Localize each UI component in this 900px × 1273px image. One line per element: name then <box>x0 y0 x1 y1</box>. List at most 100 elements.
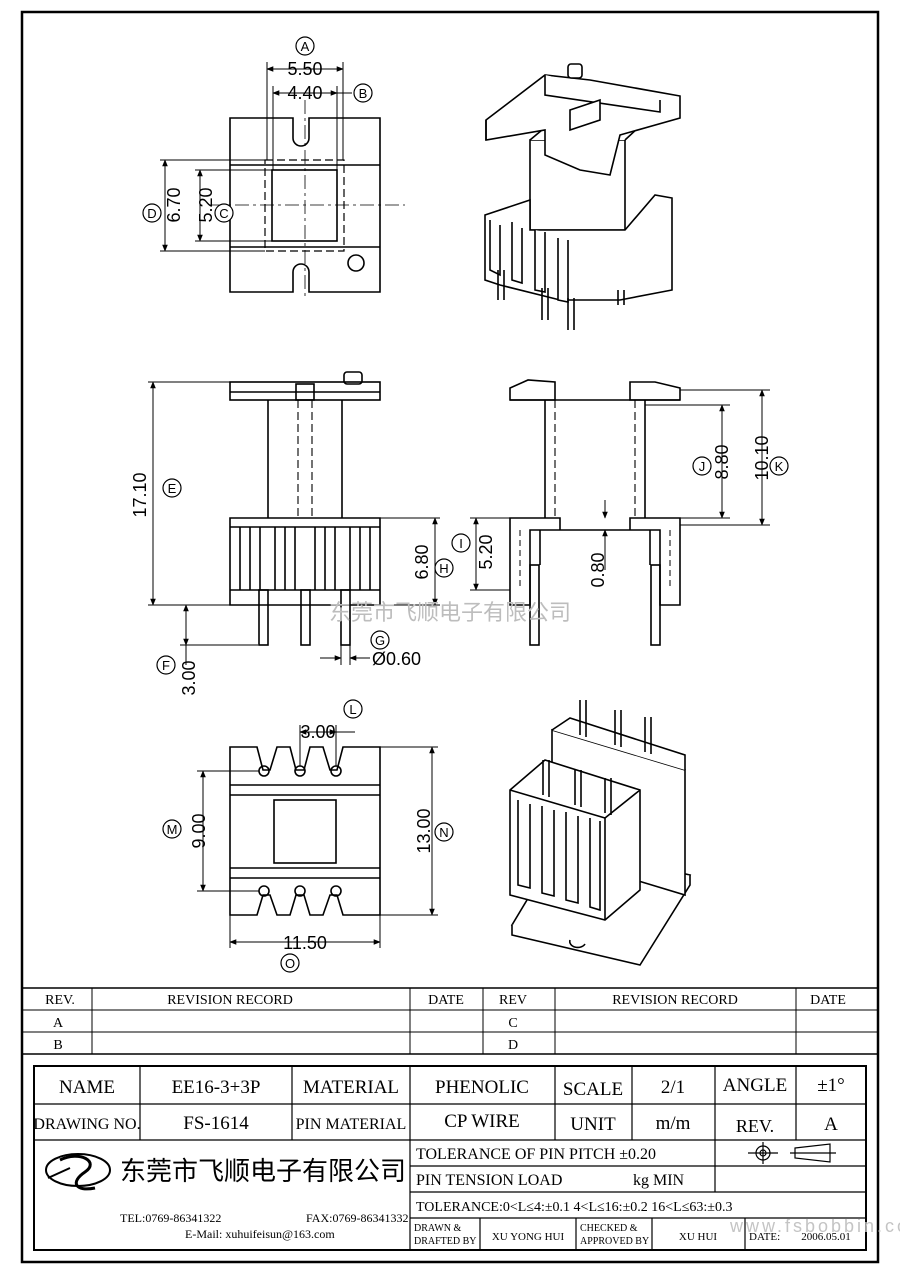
dim-value: 8.80 <box>712 444 732 479</box>
dim-letter-bubble <box>162 819 182 839</box>
dim-H: H 6.80 <box>412 544 454 580</box>
drawn-label: DRAWN & <box>414 1223 461 1234</box>
pin-material-value: CP WIRE <box>444 1111 519 1132</box>
rev-header-2: REV <box>499 993 527 1008</box>
dim-value: 9.00 <box>189 813 209 848</box>
name-label: NAME <box>59 1077 115 1098</box>
dim-M: M 9.00 <box>162 813 209 849</box>
dim-letter: M <box>167 822 178 837</box>
dim-letter: O <box>285 956 295 971</box>
dim-J: J 8.80 <box>692 444 732 480</box>
dim-value: 5.20 <box>196 187 216 222</box>
date-header-2: DATE <box>810 993 846 1008</box>
company-name: 东莞市飞顺电子有限公司 <box>120 1157 406 1187</box>
dim-D: D 6.70 <box>142 187 184 223</box>
rev-row-d: D <box>508 1038 518 1053</box>
dim-value: 5.50 <box>287 59 322 79</box>
company-email: E-Mail: xuhuifeisun@163.com <box>185 1227 335 1241</box>
dim-value: 13.00 <box>414 808 434 853</box>
material-label: MATERIAL <box>303 1077 399 1098</box>
dim-letter: D <box>147 206 156 221</box>
top-view <box>210 100 405 300</box>
dim-letter-bubble <box>434 822 454 842</box>
bottom-view-dims <box>197 725 438 948</box>
drafted-label: DRAFTED BY <box>414 1236 477 1247</box>
dim-letter-bubble <box>214 203 234 223</box>
dim-letter: N <box>439 825 448 840</box>
dim-letter: I <box>459 536 463 551</box>
company-tel: TEL:0769-86341322 <box>120 1211 221 1225</box>
scale-label: SCALE <box>563 1079 623 1100</box>
date-label: DATE: <box>749 1231 780 1243</box>
dim-value: 5.20 <box>476 534 496 569</box>
dim-E: E 17.10 <box>130 472 182 518</box>
dim-letter-bubble <box>434 558 454 578</box>
side-view-dims <box>470 389 770 591</box>
pin-material-label: PIN MATERIAL <box>296 1116 407 1133</box>
unit-label: UNIT <box>570 1114 616 1135</box>
angle-value: ±1° <box>817 1075 845 1096</box>
dim-value: 10.10 <box>752 435 772 480</box>
dim-value: Ø0.60 <box>372 649 421 669</box>
dim-value: 4.40 <box>287 83 322 103</box>
angle-label: ANGLE <box>723 1075 787 1096</box>
dim-value: 17.10 <box>130 472 150 517</box>
revision-record-header-2: REVISION RECORD <box>612 993 738 1008</box>
revision-record-header: REVISION RECORD <box>167 993 293 1008</box>
dim-letter-bubble <box>343 699 363 719</box>
rev-value: A <box>824 1114 838 1135</box>
dim-letter-bubble <box>692 456 712 476</box>
dim-F: F 3.00 <box>156 655 199 696</box>
pin-tension-unit: kg MIN <box>633 1172 685 1189</box>
material-value: PHENOLIC <box>435 1077 529 1098</box>
date-value: 2006.05.01 <box>801 1231 851 1243</box>
dim-letter: B <box>359 86 368 101</box>
dim-value: 0.80 <box>588 552 608 587</box>
dim-letter: J <box>699 459 706 474</box>
rev-label: REV. <box>736 1116 774 1136</box>
tolerance-general: TOLERANCE:0<L≤4:±0.1 4<L≤16:±0.2 16<L≤63… <box>416 1200 732 1215</box>
rev-row-b: B <box>53 1038 62 1053</box>
dim-L: L 3.00 <box>300 699 363 742</box>
dim-letter: C <box>219 206 228 221</box>
isometric-bottom-view <box>509 700 692 966</box>
watermark-company: 东莞市飞顺电子有限公司 <box>329 601 571 626</box>
dim-pin-length: 0.80 <box>588 552 608 587</box>
dim-letter: G <box>375 633 385 648</box>
drawing-no-label: DRAWING NO. <box>33 1116 140 1133</box>
dim-letter: H <box>439 561 448 576</box>
dim-letter-bubble <box>353 83 373 103</box>
dim-letter-bubble <box>451 533 471 553</box>
bottom-view <box>229 746 381 916</box>
drawing-no-value: FS-1614 <box>183 1113 249 1134</box>
approved-label: APPROVED BY <box>580 1236 649 1247</box>
dim-N: N 13.00 <box>414 808 454 854</box>
dim-value: 3.00 <box>179 660 199 695</box>
revision-table <box>21 987 879 1055</box>
dim-letter-bubble <box>280 953 300 973</box>
title-block-text: NAME EE16-3+3P MATERIAL PHENOLIC SCALE 2… <box>33 1075 900 1247</box>
front-view-dims <box>148 381 440 665</box>
dim-letter: L <box>349 702 356 717</box>
dim-letter: F <box>162 658 170 673</box>
dim-letter-bubble <box>370 630 390 650</box>
dim-letter-bubble <box>156 655 176 675</box>
sheet-border <box>20 10 880 1264</box>
dim-value: 3.00 <box>300 722 335 742</box>
dim-O: O 11.50 <box>280 933 327 973</box>
dim-letter: E <box>168 481 177 496</box>
title-block <box>33 1065 867 1251</box>
date-header: DATE <box>428 993 464 1008</box>
dim-C: C 5.20 <box>196 187 234 223</box>
projection-symbol <box>748 1142 836 1164</box>
top-view-dims <box>160 62 352 252</box>
checked-value: XU HUI <box>679 1231 718 1243</box>
dim-value: 6.70 <box>164 187 184 222</box>
dim-K: K 10.10 <box>752 435 789 481</box>
company-logo <box>45 1153 111 1191</box>
name-value: EE16-3+3P <box>172 1077 261 1098</box>
watermark-url: www.fsbobbin.com <box>729 1216 900 1236</box>
dim-B: B 4.40 <box>287 83 373 103</box>
rev-row-a: A <box>53 1016 64 1031</box>
